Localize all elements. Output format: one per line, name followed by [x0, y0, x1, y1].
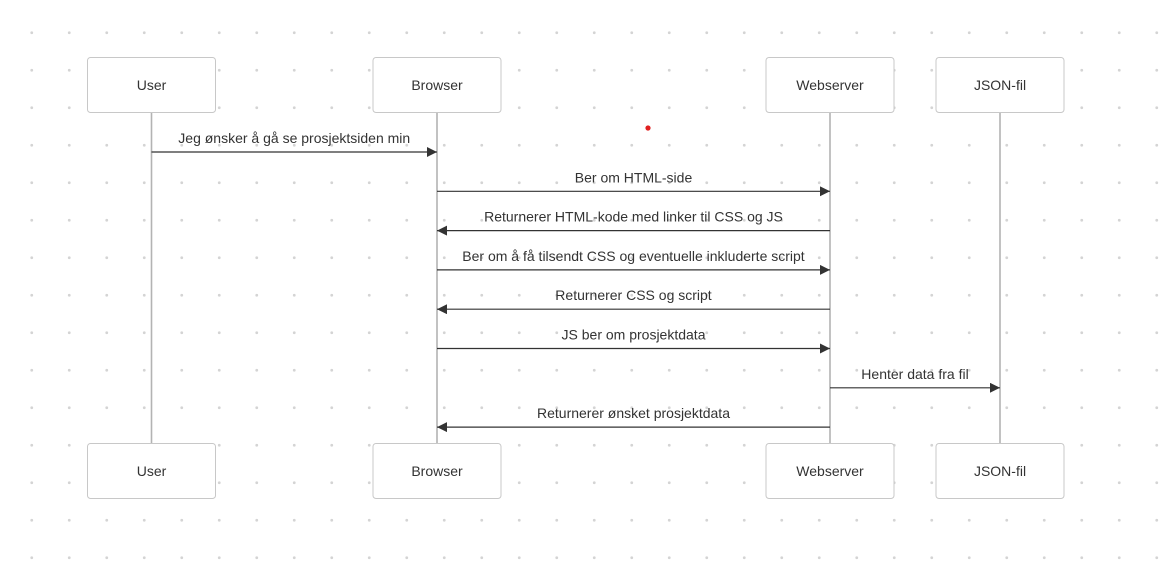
- actor-label: JSON-fil: [974, 463, 1026, 479]
- message-2: Ber om HTML-side: [437, 169, 830, 197]
- message-4: Ber om å få tilsendt CSS og eventuelle i…: [437, 248, 830, 275]
- message-label: Jeg ønsker å gå se prosjektsiden min: [178, 130, 410, 146]
- actor-label: JSON-fil: [974, 77, 1026, 93]
- message-label: JS ber om prosjektdata: [562, 327, 706, 343]
- actor-label: User: [137, 77, 167, 93]
- message-label: Henter data fra fil: [861, 366, 968, 382]
- actor-top-browser: Browser: [372, 57, 502, 113]
- actor-bottom-user: User: [87, 443, 216, 499]
- actor-bottom-json: JSON-fil: [935, 443, 1065, 499]
- actor-top-webserver: Webserver: [765, 57, 895, 113]
- message-label: Ber om HTML-side: [575, 169, 693, 185]
- actor-box: [87, 57, 216, 113]
- message-1: Jeg ønsker å gå se prosjektsiden min: [151, 130, 437, 157]
- actor-box: [935, 57, 1065, 113]
- message-label: Returnerer HTML-kode med linker til CSS …: [484, 209, 783, 225]
- message-label: Ber om å få tilsendt CSS og eventuelle i…: [462, 248, 805, 264]
- actor-top-json: JSON-fil: [935, 57, 1065, 113]
- actor-box: [372, 57, 502, 113]
- message-3: Returnerer HTML-kode med linker til CSS …: [437, 209, 830, 236]
- actor-box: [372, 443, 502, 499]
- actor-label: Webserver: [796, 463, 864, 479]
- message-8: Returnerer ønsket prosjektdata: [437, 405, 830, 433]
- actor-label: User: [137, 463, 167, 479]
- actor-box: [765, 57, 895, 113]
- actor-box: [935, 443, 1065, 499]
- message-5: Returnerer CSS og script: [437, 287, 830, 315]
- actor-label: Webserver: [796, 77, 864, 93]
- actor-box: [87, 443, 216, 499]
- message-label: Returnerer ønsket prosjektdata: [537, 405, 730, 421]
- message-6: JS ber om prosjektdata: [437, 327, 830, 354]
- participants: UserUserBrowserBrowserWebserverWebserver…: [87, 57, 1065, 499]
- actor-label: Browser: [411, 463, 463, 479]
- actor-bottom-webserver: Webserver: [765, 443, 895, 499]
- messages: Jeg ønsker å gå se prosjektsiden minBer …: [151, 130, 1000, 433]
- actor-box: [765, 443, 895, 499]
- lifelines: [150, 112, 1001, 444]
- actor-bottom-browser: Browser: [372, 443, 502, 499]
- message-7: Henter data fra fil: [830, 366, 1000, 393]
- message-label: Returnerer CSS og script: [555, 287, 712, 303]
- actor-label: Browser: [411, 77, 463, 93]
- actor-top-user: User: [87, 57, 216, 113]
- cursor-dot: [645, 125, 651, 131]
